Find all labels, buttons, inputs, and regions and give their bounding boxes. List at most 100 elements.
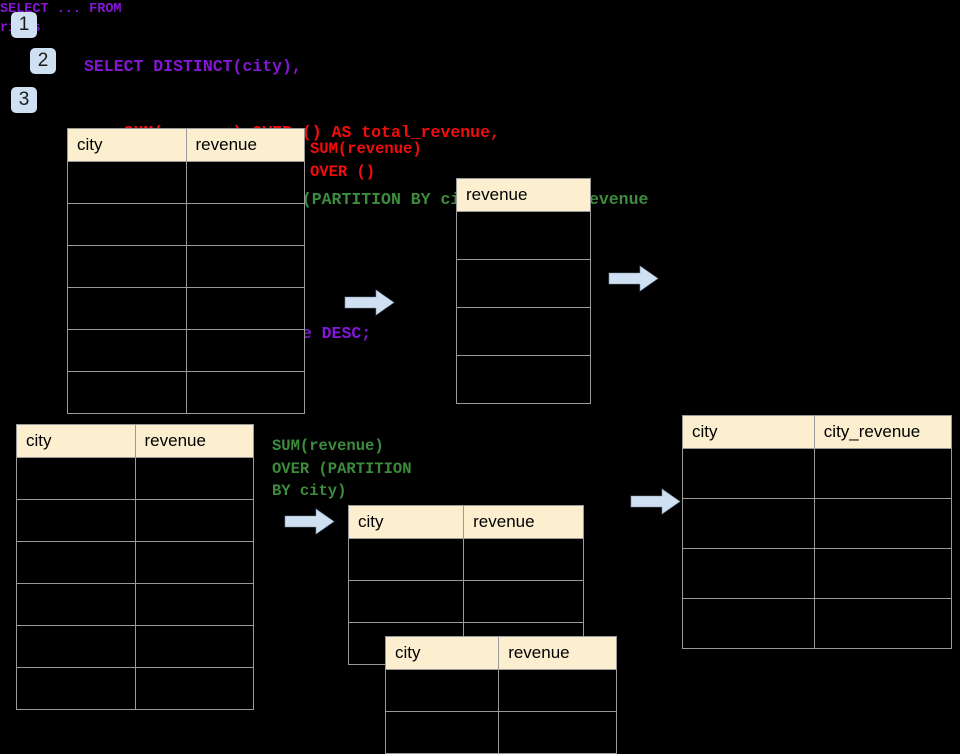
cell — [456, 355, 591, 404]
table-row — [16, 541, 254, 584]
table-row — [16, 667, 254, 710]
cell — [67, 371, 187, 414]
cell — [67, 245, 187, 288]
table-partition-group-front: city revenue — [384, 636, 617, 754]
cell — [67, 329, 187, 372]
cell — [456, 259, 591, 308]
arrow-right-icon-partition-to-result — [630, 488, 681, 515]
table-header-row: city revenue — [347, 505, 584, 539]
cell — [682, 548, 815, 599]
table-row — [682, 498, 953, 549]
step-badge-2: 2 — [30, 48, 56, 74]
table-row — [682, 548, 953, 599]
cell — [813, 448, 953, 499]
cell — [67, 161, 187, 204]
cell — [463, 538, 584, 581]
table-row — [347, 538, 584, 581]
table-rides-source-bottom: city revenue — [16, 424, 254, 710]
annotation-city-revenue: SUM(revenue) OVER (PARTITION BY city) — [272, 437, 412, 500]
table-row — [456, 307, 591, 356]
cell — [813, 548, 953, 599]
table-row — [682, 448, 953, 499]
arrow-right-icon-rides-to-partition — [284, 508, 335, 535]
cell — [16, 667, 136, 710]
cell — [185, 161, 305, 204]
cell — [498, 711, 617, 754]
cell — [498, 669, 617, 712]
table-row — [456, 259, 591, 308]
cell — [185, 245, 305, 288]
cell — [16, 499, 136, 542]
step-badge-1: 1 — [11, 12, 37, 38]
cell — [134, 541, 254, 584]
column-header-city: city — [16, 424, 136, 458]
cell — [463, 580, 584, 623]
sql-line-select: SELECT DISTINCT(city), — [84, 56, 302, 76]
cell — [682, 598, 815, 649]
step-badge-3: 3 — [11, 87, 37, 113]
column-header-city: city — [384, 636, 500, 670]
column-header-revenue: revenue — [185, 128, 305, 162]
table-row — [16, 625, 254, 668]
table-row — [682, 598, 953, 649]
cell — [185, 329, 305, 372]
cell — [456, 211, 591, 260]
table-header-row: city revenue — [67, 128, 305, 162]
cell — [16, 583, 136, 626]
table-row — [16, 457, 254, 500]
table-row — [67, 371, 305, 414]
cell — [813, 498, 953, 549]
column-header-revenue: revenue — [463, 505, 584, 539]
cell — [456, 307, 591, 356]
cell — [134, 625, 254, 668]
cell — [682, 498, 815, 549]
cell — [67, 287, 187, 330]
cell — [347, 538, 465, 581]
cell — [134, 583, 254, 626]
table-header-row: city revenue — [384, 636, 617, 670]
column-header-city: city — [682, 415, 815, 449]
table-row — [67, 161, 305, 204]
column-header-city: city — [67, 128, 187, 162]
column-header-city-revenue: city_revenue — [813, 415, 953, 449]
cell — [16, 541, 136, 584]
table-row — [16, 499, 254, 542]
table-row — [67, 203, 305, 246]
table-header-row: city city_revenue — [682, 415, 953, 449]
column-header-revenue: revenue — [498, 636, 617, 670]
table-header-row: city revenue — [16, 424, 254, 458]
cell — [67, 203, 187, 246]
table-row — [456, 355, 591, 404]
arrow-right-icon-total-to-result — [608, 265, 659, 292]
cell — [134, 667, 254, 710]
column-header-city: city — [347, 505, 465, 539]
cell — [16, 457, 136, 500]
table-row — [16, 583, 254, 626]
cell — [134, 499, 254, 542]
table-row — [384, 669, 617, 712]
table-row — [67, 245, 305, 288]
cell — [185, 287, 305, 330]
table-final-result: city city_revenue — [682, 415, 953, 649]
table-row — [384, 711, 617, 754]
cell — [185, 203, 305, 246]
column-header-revenue: revenue — [456, 178, 591, 212]
table-row — [347, 580, 584, 623]
cell — [185, 371, 305, 414]
annotation-total-revenue: SUM(revenue) OVER () — [310, 140, 422, 181]
table-row — [67, 329, 305, 372]
cell — [384, 669, 500, 712]
table-total-revenue-result: revenue — [456, 178, 591, 404]
table-row — [67, 287, 305, 330]
cell — [813, 598, 953, 649]
table-header-row: revenue — [456, 178, 591, 212]
cell — [16, 625, 136, 668]
cell — [347, 580, 465, 623]
cell — [682, 448, 815, 499]
table-rides-source-top: city revenue — [67, 128, 305, 414]
table-row — [456, 211, 591, 260]
cell — [134, 457, 254, 500]
arrow-right-icon-rides-to-total — [344, 289, 395, 316]
cell — [384, 711, 500, 754]
column-header-revenue: revenue — [134, 424, 254, 458]
